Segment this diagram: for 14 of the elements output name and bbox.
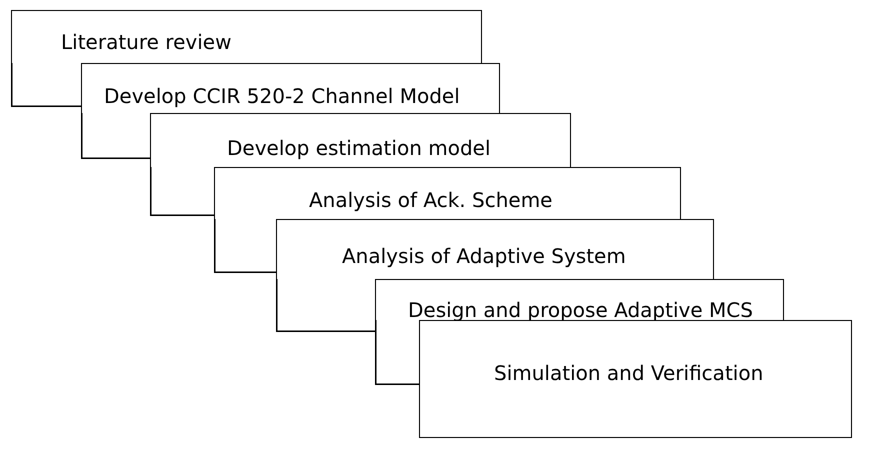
step-box — [214, 167, 681, 219]
step-label: Simulation and Verification — [494, 361, 764, 385]
step-label: Develop estimation model — [227, 136, 490, 160]
step-box — [375, 279, 784, 320]
step-label: Develop CCIR 520-2 Channel Model — [104, 84, 460, 108]
step-box — [276, 219, 714, 279]
step-label: Design and propose Adaptive MCS — [408, 298, 753, 322]
step-box — [81, 63, 500, 113]
step-box — [11, 10, 482, 63]
step-box — [150, 113, 571, 167]
step-label: Analysis of Ack. Scheme — [309, 188, 552, 212]
step-label: Analysis of Adaptive System — [342, 244, 626, 268]
step-label: Literature review — [61, 30, 232, 54]
step-box — [419, 320, 852, 438]
